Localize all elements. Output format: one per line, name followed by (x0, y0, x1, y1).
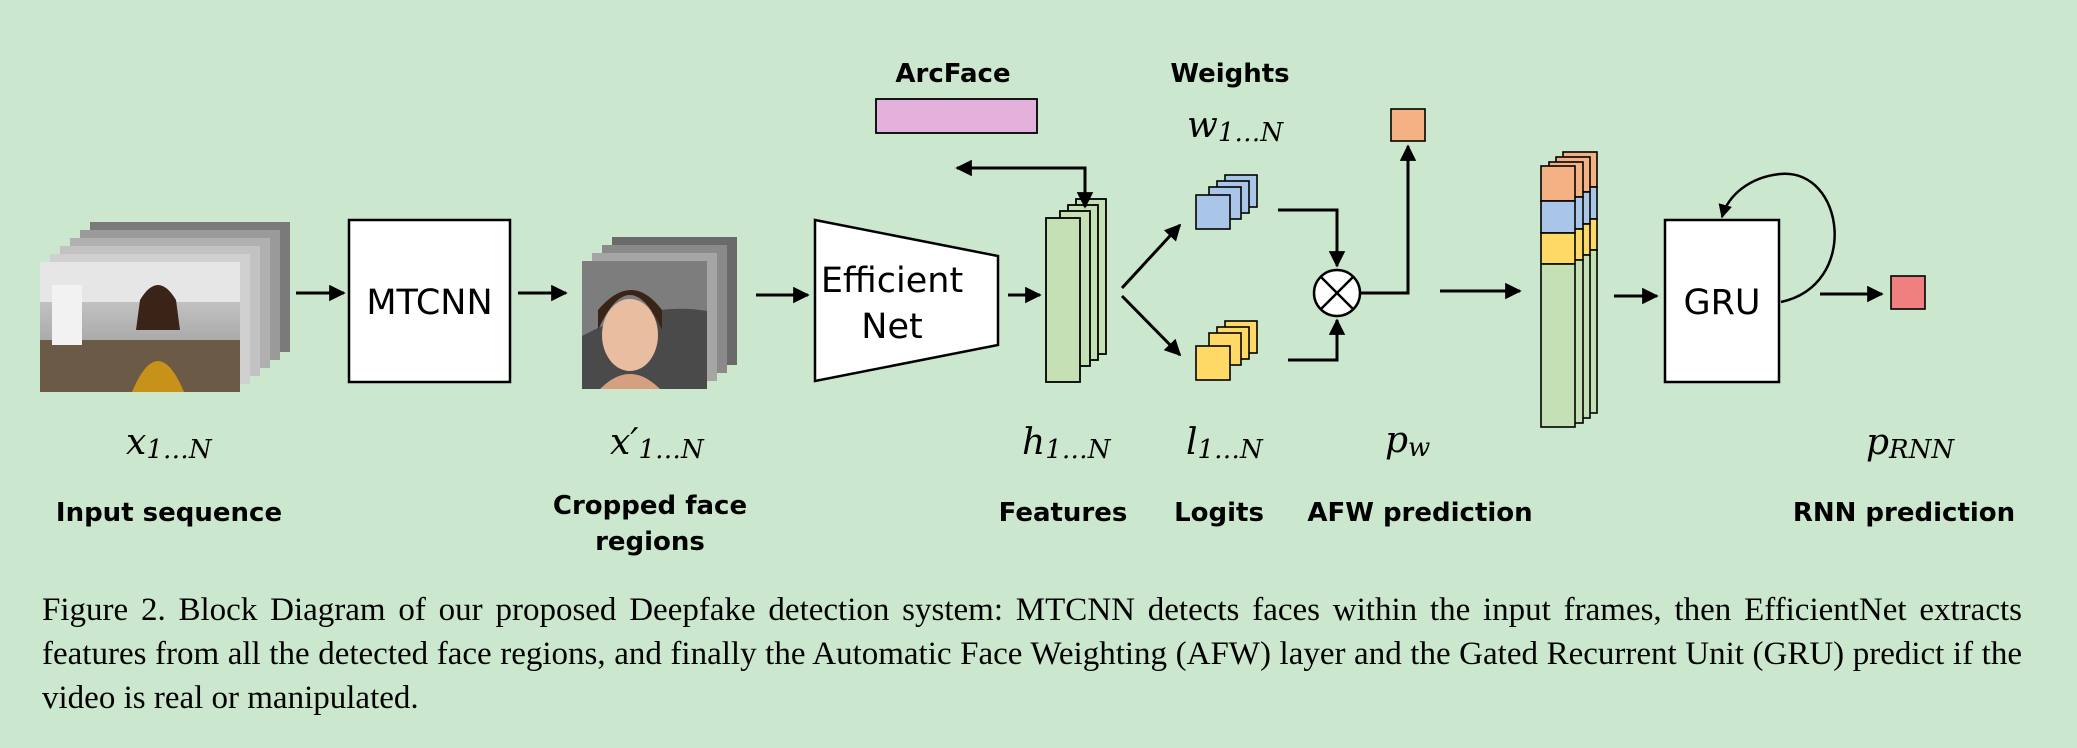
weights-heading: Weights (1170, 59, 1289, 89)
rnn-output-square (1890, 275, 1926, 310)
math-x-prime: x′1…N (610, 422, 705, 465)
logits-stack (1195, 320, 1258, 381)
efficientnet-label-line2: Net (861, 307, 922, 347)
arcface-block: ArcFace (875, 59, 1038, 134)
math-h: h1…N (1022, 422, 1112, 465)
label-afw-prediction: AFW prediction (1307, 498, 1532, 528)
label-features: Features (999, 498, 1128, 528)
math-p-w: pw (1385, 420, 1430, 463)
label-cropped-line1: Cropped face (553, 491, 747, 521)
label-logits: Logits (1174, 498, 1264, 528)
multiply-node (1312, 268, 1362, 318)
gru-label: GRU (1683, 283, 1760, 323)
math-x: x1…N (126, 422, 213, 465)
flow-arrows (296, 144, 1884, 362)
math-w: w1…N (1187, 105, 1284, 148)
mtcnn-label: MTCNN (366, 283, 492, 323)
label-cropped-line2: regions (595, 527, 705, 557)
label-input-sequence: Input sequence (56, 498, 282, 528)
concat-stack (1540, 151, 1598, 428)
afw-output-square (1390, 108, 1426, 142)
efficientnet-label-line1: Efficient (821, 261, 963, 301)
figure-caption: Figure 2. Block Diagram of our proposed … (42, 592, 2022, 716)
gru-block: GRU (1663, 218, 1781, 384)
label-rnn-prediction: RNN prediction (1793, 498, 2015, 528)
block-diagram: MTCNN Efficient Net ArcFace Weights (40, 59, 2015, 557)
input-frames-image (40, 222, 290, 392)
features-stack (1045, 198, 1107, 383)
weights-stack: Weights (1170, 59, 1290, 230)
arcface-heading: ArcFace (895, 59, 1010, 89)
gru-recurrent-arrow (1718, 172, 1836, 304)
math-p-rnn: pRNN (1866, 422, 1955, 465)
arcface-arrow (955, 159, 1094, 209)
math-l: l1…N (1186, 422, 1264, 465)
cropped-faces-image (582, 237, 737, 389)
efficientnet-block: Efficient Net (813, 218, 1000, 383)
mtcnn-block: MTCNN (347, 218, 512, 384)
